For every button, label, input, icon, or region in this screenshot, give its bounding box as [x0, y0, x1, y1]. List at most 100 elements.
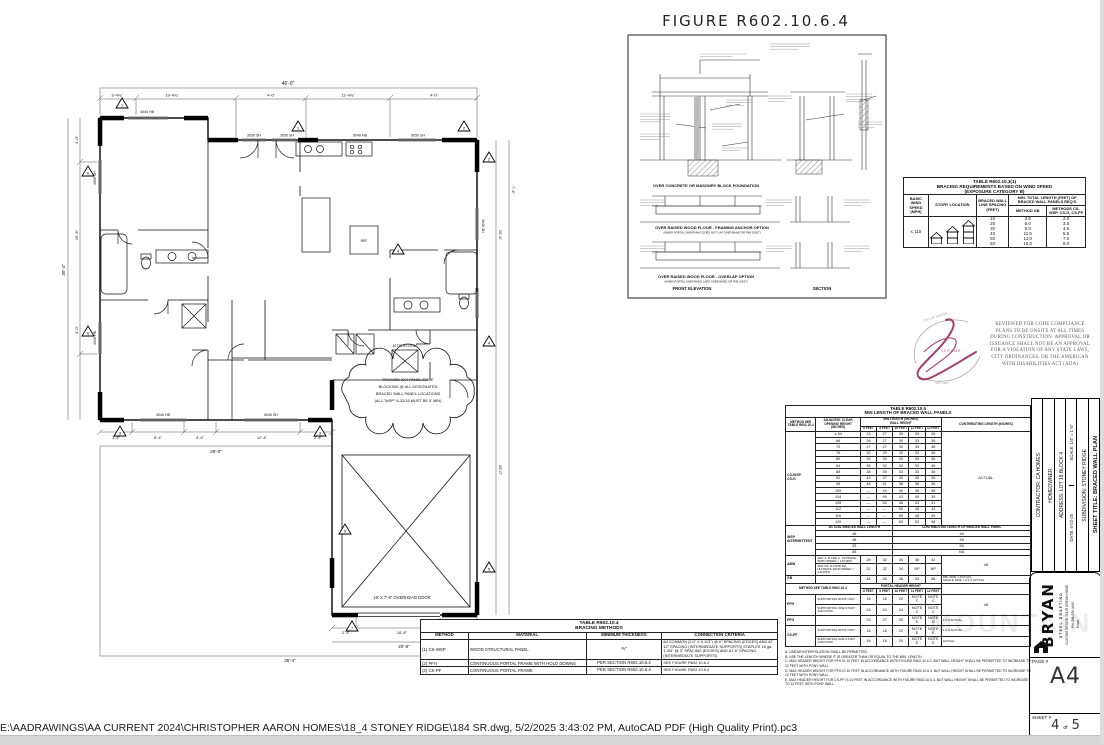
panel-marker-triangle	[482, 151, 496, 163]
cell: 24	[892, 604, 910, 616]
cell: CONTRIBUTING LENGTH (INCHES)	[940, 416, 1032, 432]
panel-marker-triangle	[115, 97, 129, 109]
figure-title: FIGURE R602.10.6.4	[662, 12, 850, 30]
drawing-label: 2'-4"	[342, 630, 351, 635]
cell: 10 20 30 40 50 60	[975, 215, 1010, 249]
dryer	[355, 333, 375, 355]
cell: 28	[859, 555, 878, 565]
cell: 16	[859, 635, 878, 648]
cell: 48	[876, 574, 894, 585]
vanity	[155, 249, 209, 264]
min-length-table: TABLE R602.10.5 MIN LENGTH OF BRACED WAL…	[784, 405, 1032, 687]
drawing-label: OVER CONCRETE OR MASONRY BLOCK FOUNDATIO…	[653, 183, 759, 188]
cell: SUPPORTING ONE STORY AND ROOF	[815, 604, 861, 616]
drawing-label: 4040 HB	[156, 413, 171, 417]
drawing-label: 4'-0"	[267, 93, 276, 98]
floor-plan	[67, 87, 510, 657]
panel-marker-number: 4	[488, 341, 491, 346]
cell: 20	[892, 625, 910, 637]
drawing-label: 2'-4"	[314, 435, 323, 440]
cell: 36	[924, 443, 942, 451]
cell: 32	[876, 563, 894, 576]
drawing-label: CITY OF JEROME	[923, 311, 948, 323]
drawing-label: 11'-4¾"	[341, 93, 355, 98]
drawing-label: 6040 HB	[353, 134, 368, 138]
cell: 41	[924, 499, 942, 507]
cell: 36	[924, 449, 942, 457]
drawing-label: OVER RAISED WOOD FLOOR - FRAMING ANCHOR …	[655, 225, 769, 230]
sheet-total: 5	[1071, 718, 1080, 733]
method-label: CS-PF	[784, 625, 817, 648]
drawing-label: 29'-0"	[210, 449, 222, 454]
panel-marker-triangle	[291, 120, 305, 132]
exterior-walls	[99, 117, 478, 616]
panel-marker-triangle	[338, 523, 352, 535]
wind-speed-table: TABLE R602.10.3(1) BRACING REQUIREMENTS …	[903, 176, 1086, 249]
drawing-label: 4050 SH	[93, 171, 97, 185]
overhead-door	[358, 611, 440, 619]
method-label: PFG	[784, 614, 817, 627]
title-block-info: CONTRACTOR: CA HOMES HOMEOWNER: ADDRESS:…	[1031, 398, 1100, 572]
taskbar-strip	[0, 735, 1104, 745]
cell: 32	[876, 555, 894, 565]
drawing-label: 5040 SH	[264, 413, 278, 417]
cell: 36	[924, 480, 942, 489]
drawing-label: 3050 SH	[247, 134, 261, 138]
cell: 36	[924, 462, 942, 470]
cell: SUPPORTING ONE STORY AND ROOF	[815, 635, 861, 648]
cell: 18	[876, 593, 894, 606]
cell: METHOD SEE TABLE R602.10.4	[784, 416, 817, 432]
cell: PER SECTION R602.10.6.2	[585, 659, 663, 668]
drawing-label: 4'-0"	[430, 93, 439, 98]
cell: NOTE E	[908, 625, 926, 637]
cell: SUPPORTING ROOF ONLY	[815, 625, 861, 637]
cell: ACTUAL	[940, 430, 1032, 526]
toilet	[141, 256, 151, 270]
drawing-label: REF	[361, 239, 368, 243]
table-footnotes: A. LINEAR INTERPOLATION SHALL BE PERMITT…	[785, 650, 1031, 687]
cell: 36	[924, 455, 942, 464]
wind-speed: ≤ 110	[903, 215, 929, 249]
table-title: TABLE R602.10.5 MIN LENGTH OF BRACED WAL…	[785, 405, 1031, 418]
drawing-label: 4'-0"	[74, 135, 79, 144]
revision-cloud	[341, 343, 475, 439]
cell: 36	[924, 430, 942, 439]
cell: BASIC WIND SPEED (MPH)	[903, 194, 929, 217]
drawing-label: 3'-4"	[112, 435, 121, 440]
cell: 16	[859, 593, 878, 606]
plot-stamp-path: E:\AADRAWINGS\AA CURRENT 2024\CHRISTOPHE…	[0, 722, 798, 734]
cell: SDC D0, D1 AND D2, ULTIMATE WIND SPEED <…	[815, 563, 861, 576]
cell: METHOD GB	[1008, 205, 1048, 217]
door-swings	[117, 139, 469, 399]
cell: 48	[940, 555, 1032, 576]
cell: CONNECTION CRITERIA	[661, 631, 778, 640]
drawing-label: ATTIC ACCESS	[392, 344, 418, 348]
cell: 48	[859, 574, 878, 585]
cell: NOTE E	[924, 635, 942, 648]
cell: 58	[924, 574, 942, 585]
cell: 20	[892, 635, 910, 648]
panel-marker-number: 2	[488, 157, 491, 162]
cell: SEE FIGURE R602.10.6.4	[661, 666, 778, 675]
drawing-label: 4040 HB	[93, 330, 97, 345]
watermark: MOUNTAIN	[930, 608, 1093, 638]
panel-marker-triangle	[81, 165, 95, 177]
cell: 36	[924, 474, 942, 482]
cell: 48	[892, 574, 910, 585]
cell: NOTE D	[908, 614, 926, 627]
drawing-label: J E R O M E	[942, 349, 962, 353]
drawing-label: EST. 1907	[936, 381, 949, 385]
page-number-box: PAGE # A4	[1030, 658, 1101, 714]
drawing-label: 16' X 7'-6" OVERHEAD DOOR	[373, 595, 430, 600]
braced-panel-markers: 11226633445577	[81, 97, 496, 632]
garage-slab	[341, 454, 471, 608]
cell: 30	[892, 614, 910, 627]
method-label: CS-WSP CS-G	[784, 430, 817, 526]
range	[345, 141, 373, 157]
method-label: (1) CS-WSP	[420, 638, 469, 661]
cell: ADJACENT CLEAR OPENING HEIGHT (INCHES)	[815, 416, 861, 432]
title-block-lower: BRYAN STEEL DRAFTING CUSTOM DESIGN YOUR …	[1029, 572, 1102, 741]
refrigerator	[349, 225, 379, 255]
cell: 12 FEET	[924, 425, 942, 432]
scale-date-fields: SCALE: 1/4" = 1'-0" DATE: 5-02-25	[1064, 399, 1076, 571]
